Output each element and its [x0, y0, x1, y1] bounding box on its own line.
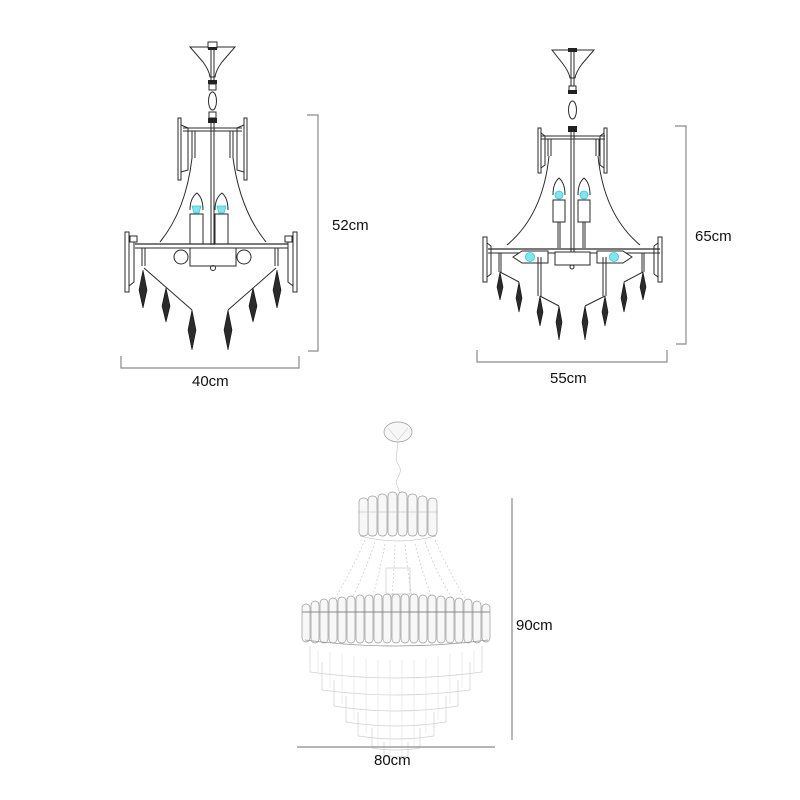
chandelier-small-drawing — [120, 41, 319, 369]
chandelier-medium-drawing — [476, 48, 687, 363]
height-label: 52cm — [332, 217, 369, 234]
chandelier-medium-figure: 65cm 55cm — [476, 48, 732, 387]
height-label: 65cm — [695, 228, 732, 245]
top-crystal-ring — [358, 491, 438, 542]
lower-crystal-tiers — [309, 646, 483, 758]
width-label: 40cm — [192, 373, 229, 390]
height-label: 90cm — [516, 617, 553, 634]
width-label: 80cm — [374, 752, 411, 769]
main-crystal-band — [301, 593, 491, 647]
width-label: 55cm — [550, 370, 587, 387]
chandelier-small-figure: 52cm 40cm — [0, 0, 400, 400]
